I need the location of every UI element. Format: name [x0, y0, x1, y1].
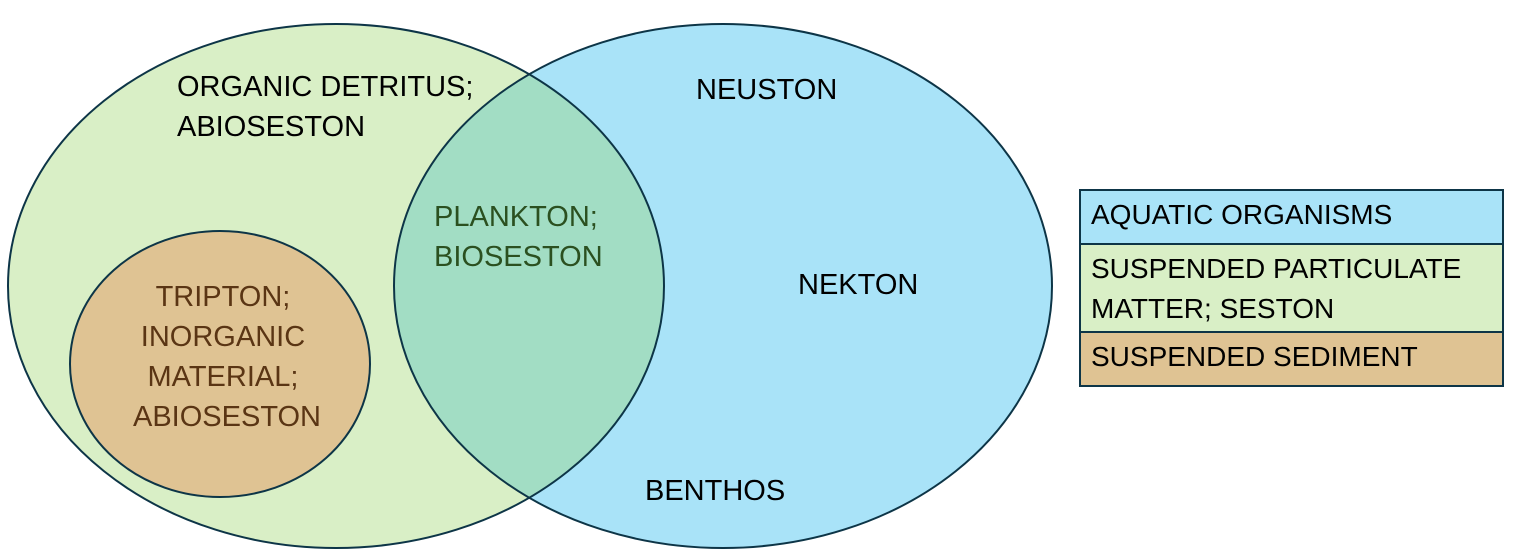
- legend-item-label: MATTER; SESTON: [1091, 293, 1335, 324]
- sediment-ellipse: [69, 230, 371, 498]
- nekton-label: NEKTON: [798, 269, 918, 301]
- legend-item-label: SUSPENDED PARTICULATE: [1091, 253, 1462, 284]
- aquatic-organisms-ellipse-outline: [393, 23, 1053, 549]
- plankton-overlap-region: [394, 24, 664, 548]
- seston-label: ORGANIC DETRITUS; ABIOSESTON: [177, 71, 482, 143]
- plankton-label: PLANKTON; BIOSESTON: [434, 201, 606, 273]
- legend: AQUATIC ORGANISMS SUSPENDED PARTICULATE …: [1079, 189, 1504, 387]
- legend-item-seston: SUSPENDED PARTICULATE MATTER; SESTON: [1081, 243, 1502, 331]
- neuston-label: NEUSTON: [696, 74, 837, 106]
- legend-item-label: AQUATIC ORGANISMS: [1091, 199, 1393, 230]
- tripton-label: TRIPTON; INORGANIC MATERIAL; ABIOSESTON: [133, 281, 321, 433]
- legend-item-suspended-sediment: SUSPENDED SEDIMENT: [1081, 331, 1502, 385]
- benthos-label: BENTHOS: [645, 475, 785, 507]
- venn-diagram: ORGANIC DETRITUS; ABIOSESTON NEUSTON PLA…: [7, 23, 1053, 549]
- seston-ellipse-outline: [7, 23, 665, 549]
- legend-item-label: SUSPENDED SEDIMENT: [1091, 341, 1418, 372]
- legend-item-aquatic-organisms: AQUATIC ORGANISMS: [1081, 191, 1502, 243]
